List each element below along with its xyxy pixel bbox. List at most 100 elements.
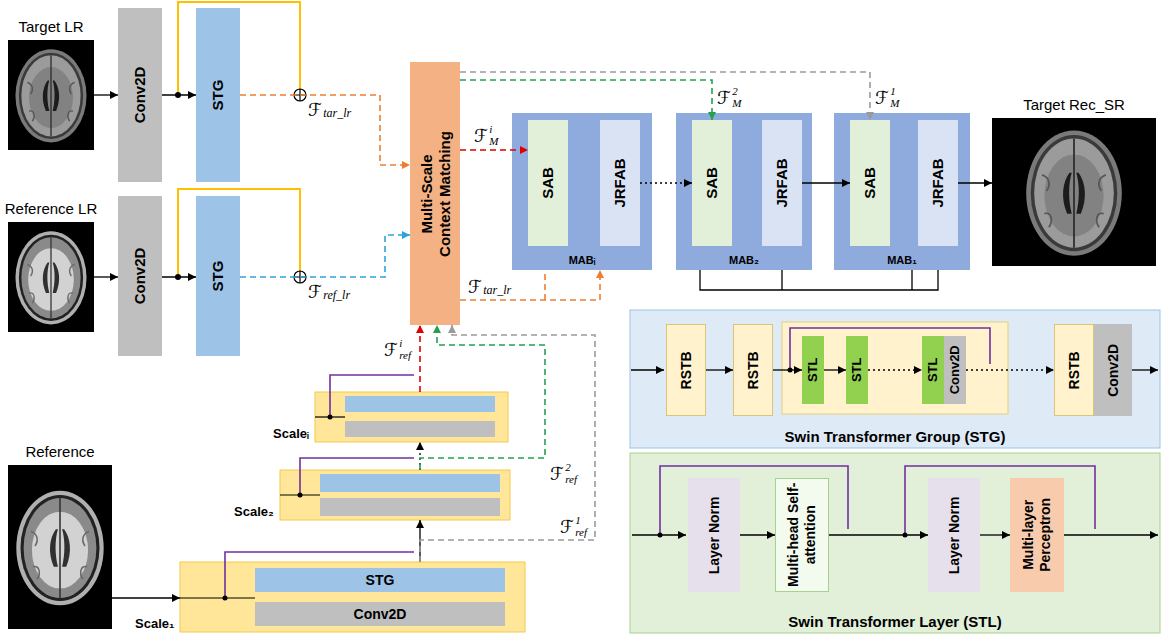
mri-image: Reference bbox=[8, 465, 112, 629]
panel-ground bbox=[630, 310, 1160, 448]
conv-bar bbox=[345, 421, 495, 437]
node-label: Multi-Scale Context Matching bbox=[417, 126, 453, 261]
node-label: MAB₁ bbox=[887, 254, 917, 270]
sab-block: SAB bbox=[850, 120, 890, 246]
mab-band: MAB₁SABJRFAB bbox=[834, 113, 970, 270]
index-stack: iM bbox=[489, 124, 498, 147]
math-symbol: ℱ bbox=[384, 341, 398, 359]
conv-bar bbox=[320, 498, 500, 516]
math-symbol: ℱ bbox=[550, 465, 564, 483]
conv-block: Conv2D bbox=[1094, 324, 1132, 416]
stl-block: STL bbox=[846, 336, 868, 404]
connector bbox=[640, 182, 692, 183]
math-symbol: ℱ bbox=[468, 278, 482, 296]
sab-block: SAB bbox=[528, 120, 568, 246]
connector bbox=[460, 270, 600, 300]
connector bbox=[980, 534, 1010, 535]
mri-picture bbox=[1026, 131, 1122, 256]
norm-block: Layer Norm bbox=[688, 478, 740, 592]
index-stack: iref bbox=[399, 338, 411, 361]
node-label: STG bbox=[209, 12, 227, 178]
connector bbox=[706, 369, 733, 370]
node-label: STG bbox=[209, 200, 227, 352]
node-label: Conv2D bbox=[131, 200, 149, 352]
connector bbox=[958, 182, 992, 183]
math-label: ℱ1M bbox=[875, 86, 899, 109]
connector bbox=[94, 276, 118, 277]
skip-wire bbox=[700, 270, 938, 290]
connector bbox=[420, 325, 545, 470]
connector bbox=[740, 534, 775, 535]
node-label: Target LR bbox=[18, 18, 83, 35]
scale-band: Scale₁STGConv2D bbox=[180, 562, 525, 632]
connector bbox=[162, 276, 196, 277]
node-label: Conv2D bbox=[131, 12, 149, 178]
connector bbox=[460, 80, 712, 120]
image-ground bbox=[8, 465, 112, 629]
node-label: SAB bbox=[703, 124, 721, 242]
mlp-block: Multi-layer Perceptron bbox=[1010, 478, 1064, 592]
scale-ground bbox=[315, 392, 508, 442]
node-label: STL bbox=[805, 340, 821, 400]
node-label: STL bbox=[849, 340, 865, 400]
connector bbox=[460, 72, 870, 120]
legend-panel: Swin Transformer Group (STG)RSTBRSTBSTLS… bbox=[630, 310, 1160, 448]
math-symbol: ℱ bbox=[875, 89, 889, 107]
node-label: Layer Norm bbox=[946, 482, 963, 588]
mab-ground bbox=[834, 113, 970, 270]
math-index: ref_lr bbox=[323, 289, 350, 301]
mab-ground bbox=[676, 113, 812, 270]
index-stack: 1ref bbox=[575, 515, 587, 538]
panel-ground bbox=[630, 453, 1160, 633]
jrfab-block: JRFAB bbox=[600, 120, 640, 246]
stg-bar bbox=[320, 474, 500, 492]
output-arrow bbox=[1132, 369, 1158, 370]
output-arrow bbox=[1064, 534, 1158, 535]
stg-block: STG bbox=[196, 196, 240, 356]
junction-dot bbox=[658, 533, 663, 538]
image-ground bbox=[8, 40, 94, 150]
node-label: SAB bbox=[861, 124, 879, 242]
node-label: Reference bbox=[25, 443, 94, 460]
mri-image: Target LR bbox=[8, 40, 94, 150]
math-label: ℱ2M bbox=[717, 86, 741, 109]
scale-band: Scale₂ bbox=[280, 470, 510, 520]
math-index: 2 bbox=[732, 86, 741, 98]
math-label: ℱ1ref bbox=[560, 515, 587, 538]
node-label: MABᵢ bbox=[569, 254, 596, 270]
math-index: M bbox=[489, 136, 498, 148]
connector bbox=[419, 325, 421, 392]
skip-line bbox=[300, 458, 414, 495]
connector bbox=[773, 369, 802, 370]
input-arrow bbox=[631, 369, 664, 370]
junction-dot bbox=[223, 596, 228, 601]
image-ground bbox=[8, 222, 94, 332]
math-label: ℱ2ref bbox=[550, 462, 577, 485]
junction-dot bbox=[328, 415, 333, 420]
math-symbol: ℱ bbox=[560, 518, 574, 536]
stg-bar bbox=[345, 396, 495, 412]
node-label: Layer Norm bbox=[706, 482, 723, 588]
sab-block: SAB bbox=[692, 120, 732, 246]
node-label: Multi-layer Perceptron bbox=[1020, 482, 1054, 588]
index-stack: 2M bbox=[732, 86, 741, 109]
node-label: Multi-head Self-attention bbox=[785, 482, 819, 588]
connector bbox=[824, 369, 846, 370]
node-label: Conv2D bbox=[354, 606, 407, 623]
node-label: Scale₁ bbox=[135, 617, 174, 632]
image-ground bbox=[992, 118, 1156, 266]
wire bbox=[180, 597, 255, 598]
math-label: ℱtar_lr bbox=[468, 278, 511, 296]
node-label: Conv2D bbox=[1105, 328, 1122, 412]
connector bbox=[112, 597, 180, 598]
mri-picture bbox=[16, 491, 103, 605]
connector bbox=[802, 182, 850, 183]
math-index: M bbox=[890, 98, 899, 110]
feature-branch bbox=[544, 270, 546, 300]
stg-block: STG bbox=[196, 8, 240, 182]
index-stack: 1M bbox=[890, 86, 899, 109]
math-symbol: ℱ bbox=[308, 101, 322, 119]
mab-band: MABᵢSAB JRFAB bbox=[512, 113, 652, 270]
